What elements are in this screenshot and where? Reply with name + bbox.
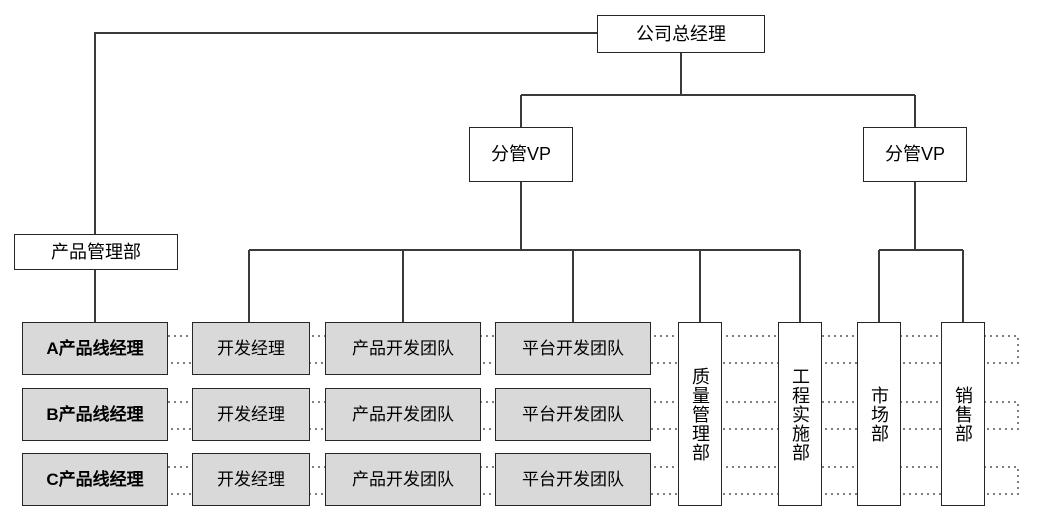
node-marketing-dept-label: 市场部 xyxy=(869,385,889,443)
node-engineering-implementation-dept[interactable]: 工程实施部 xyxy=(778,322,822,506)
node-quality-management-dept-label: 质量管理部 xyxy=(690,366,710,462)
node-line-b-manager[interactable]: B产品线经理 xyxy=(22,388,168,441)
node-vp-right[interactable]: 分管VP xyxy=(863,127,967,182)
node-sales-dept[interactable]: 销售部 xyxy=(941,322,985,506)
node-line-c-manager-label: C产品线经理 xyxy=(46,469,144,489)
node-line-a-platform-team[interactable]: 平台开发团队 xyxy=(495,322,651,375)
node-line-a-manager[interactable]: A产品线经理 xyxy=(22,322,168,375)
node-line-a-product-team[interactable]: 产品开发团队 xyxy=(325,322,481,375)
node-quality-management-dept[interactable]: 质量管理部 xyxy=(678,322,722,506)
node-line-a-platform-team-label: 平台开发团队 xyxy=(522,338,624,358)
node-line-b-platform-team-label: 平台开发团队 xyxy=(522,404,624,424)
node-line-c-product-team[interactable]: 产品开发团队 xyxy=(325,453,481,506)
node-line-a-product-team-label: 产品开发团队 xyxy=(352,338,454,358)
node-line-a-dev-manager-label: 开发经理 xyxy=(217,338,285,358)
node-line-c-dev-manager[interactable]: 开发经理 xyxy=(192,453,310,506)
node-vp-right-label: 分管VP xyxy=(884,144,945,165)
node-engineering-implementation-dept-label: 工程实施部 xyxy=(790,366,810,462)
node-general-manager-label: 公司总经理 xyxy=(636,23,726,44)
node-line-c-manager[interactable]: C产品线经理 xyxy=(22,453,168,506)
node-line-b-product-team[interactable]: 产品开发团队 xyxy=(325,388,481,441)
node-line-c-product-team-label: 产品开发团队 xyxy=(352,469,454,489)
node-product-management-dept[interactable]: 产品管理部 xyxy=(14,234,178,270)
node-product-management-dept-label: 产品管理部 xyxy=(51,241,141,262)
node-line-b-product-team-label: 产品开发团队 xyxy=(352,404,454,424)
node-line-a-dev-manager[interactable]: 开发经理 xyxy=(192,322,310,375)
node-vp-left[interactable]: 分管VP xyxy=(469,127,573,182)
node-line-c-platform-team-label: 平台开发团队 xyxy=(522,469,624,489)
node-line-b-manager-label: B产品线经理 xyxy=(46,404,144,424)
node-line-b-dev-manager[interactable]: 开发经理 xyxy=(192,388,310,441)
node-vp-left-label: 分管VP xyxy=(490,144,551,165)
node-line-c-dev-manager-label: 开发经理 xyxy=(217,469,285,489)
node-line-a-manager-label: A产品线经理 xyxy=(46,338,144,358)
node-line-c-platform-team[interactable]: 平台开发团队 xyxy=(495,453,651,506)
node-sales-dept-label: 销售部 xyxy=(953,385,973,443)
node-line-b-dev-manager-label: 开发经理 xyxy=(217,404,285,424)
node-line-b-platform-team[interactable]: 平台开发团队 xyxy=(495,388,651,441)
node-marketing-dept[interactable]: 市场部 xyxy=(857,322,901,506)
node-general-manager[interactable]: 公司总经理 xyxy=(597,15,765,53)
